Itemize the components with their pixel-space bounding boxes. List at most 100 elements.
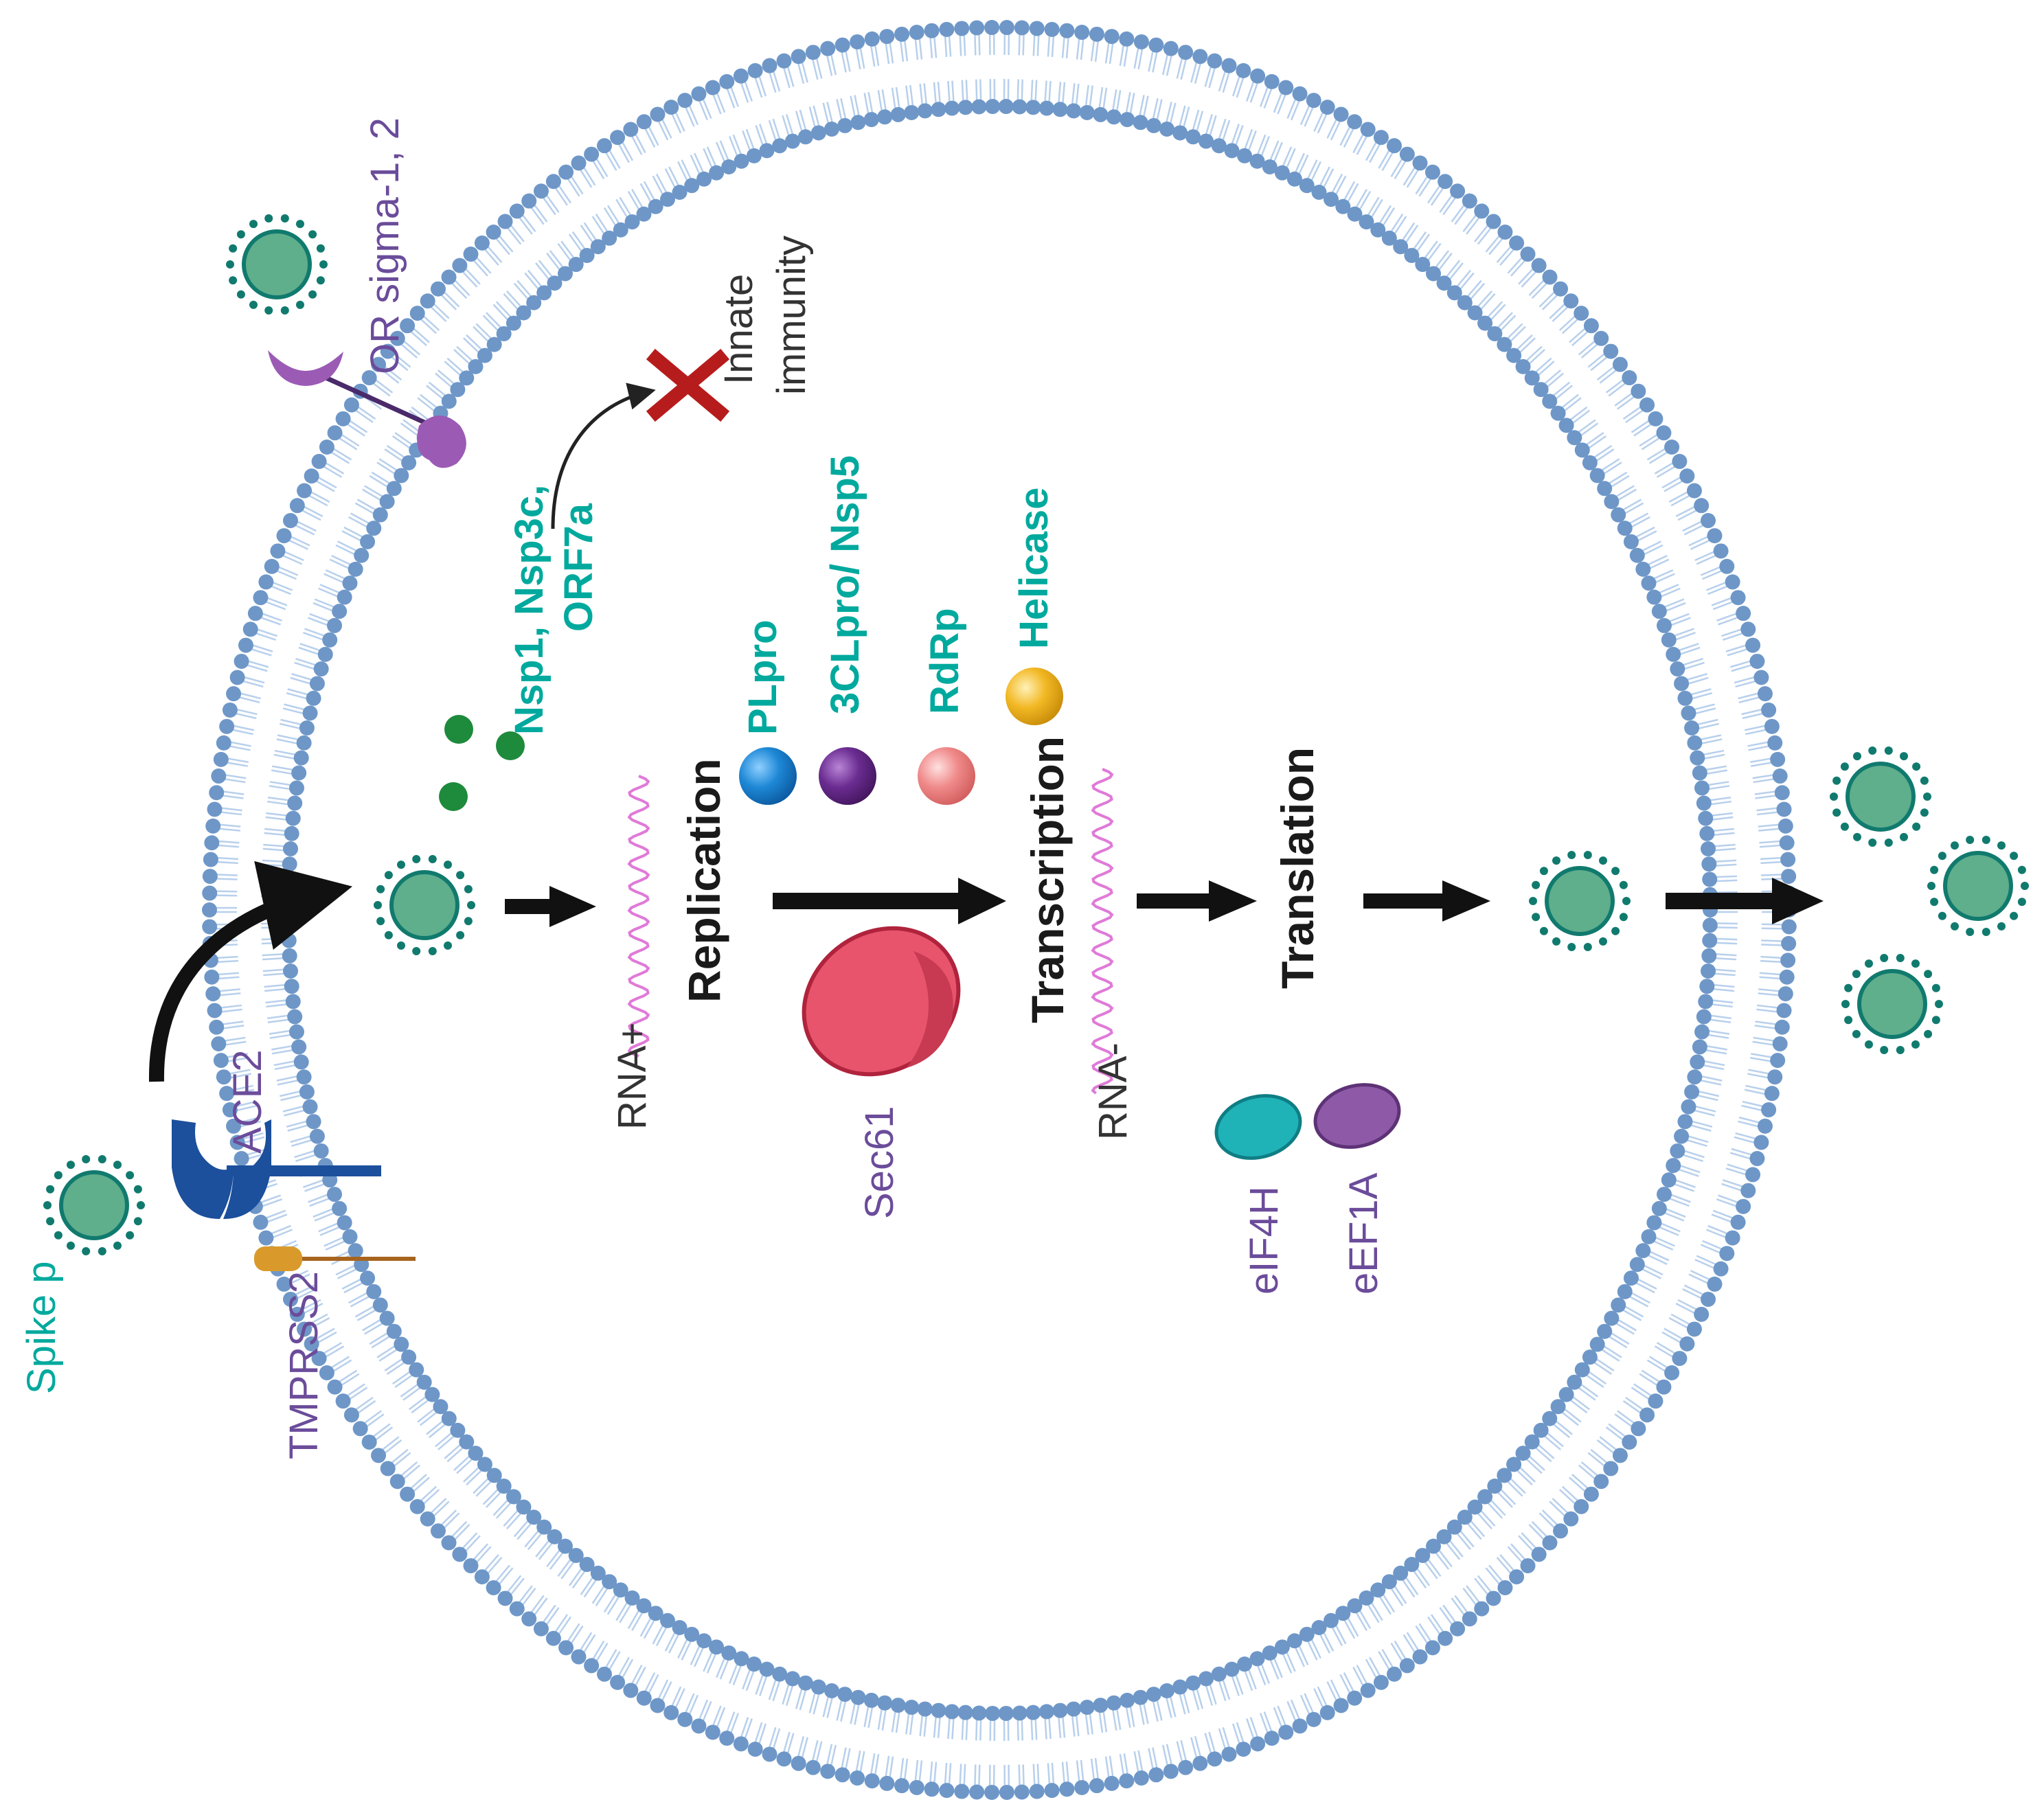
lipid-head bbox=[1725, 574, 1740, 590]
virus-spike bbox=[1583, 851, 1592, 860]
lipid-head bbox=[285, 810, 301, 826]
lipid-head bbox=[1681, 1099, 1696, 1115]
lipid-head bbox=[1120, 112, 1135, 128]
lipid-head bbox=[371, 1448, 387, 1463]
lipid-head bbox=[1457, 295, 1473, 310]
lipid-head bbox=[234, 653, 249, 669]
virus-spike bbox=[1923, 793, 1931, 801]
virus-particles bbox=[43, 214, 2029, 1255]
lipid-head bbox=[1674, 1128, 1690, 1144]
lipid-head bbox=[311, 453, 327, 469]
virus-spike bbox=[1938, 911, 1946, 920]
virus-spike bbox=[67, 1241, 75, 1250]
lipid-head bbox=[441, 1411, 457, 1426]
lipid-head bbox=[1629, 1257, 1645, 1273]
lipid-head bbox=[1612, 356, 1628, 372]
lipid-head bbox=[1657, 617, 1672, 633]
lipid-head bbox=[648, 1606, 663, 1621]
rdrp-label: RdRp bbox=[922, 608, 967, 714]
virus-spike bbox=[444, 860, 452, 869]
virus-spike bbox=[397, 860, 405, 869]
virus-body bbox=[1545, 866, 1615, 936]
virus-spike bbox=[264, 306, 273, 315]
virus-spike bbox=[229, 244, 238, 253]
virus-body bbox=[59, 1170, 129, 1240]
lipid-head bbox=[1730, 590, 1746, 606]
lipid-head bbox=[1542, 1411, 1558, 1426]
lipid-head bbox=[1776, 801, 1792, 817]
lipid-head bbox=[602, 1574, 617, 1590]
lipid-head bbox=[366, 1284, 382, 1299]
virus-spike bbox=[2017, 898, 2026, 906]
lipid-head bbox=[1597, 1323, 1613, 1339]
lipid-head bbox=[202, 919, 218, 935]
lipid-head bbox=[879, 1775, 895, 1791]
lipid-head bbox=[1725, 1230, 1740, 1246]
lipid-head bbox=[1360, 1683, 1376, 1698]
virus-spike bbox=[43, 1201, 52, 1209]
lipid-head bbox=[394, 468, 409, 483]
lipid-head bbox=[332, 1200, 348, 1216]
entry-arrow bbox=[148, 860, 353, 1082]
lipid-head bbox=[834, 37, 850, 53]
lipid-head bbox=[984, 1784, 1000, 1800]
lipid-head bbox=[1399, 146, 1415, 162]
lipid-head bbox=[1436, 1529, 1452, 1544]
lipid-head bbox=[1426, 1538, 1442, 1554]
lipid-head bbox=[1563, 293, 1579, 309]
virus-spike bbox=[374, 901, 382, 909]
lipid-head bbox=[837, 1687, 853, 1702]
virus-spike bbox=[1832, 808, 1841, 817]
virus-spike bbox=[1853, 832, 1861, 841]
virus-spike bbox=[126, 1171, 135, 1180]
lipid-head bbox=[1524, 370, 1540, 386]
virus-spike bbox=[1884, 838, 1893, 847]
lipid-head bbox=[957, 100, 973, 115]
virus-spike bbox=[1896, 954, 1905, 963]
lipid-head bbox=[1772, 768, 1788, 784]
virus-spike bbox=[444, 941, 452, 950]
lipid-head bbox=[1207, 1751, 1223, 1767]
lipid-head bbox=[1450, 183, 1466, 199]
lipid-head bbox=[1038, 100, 1054, 116]
lipid-head bbox=[810, 1679, 826, 1695]
lipid-head bbox=[791, 1755, 806, 1771]
eif4h-label: eIF4H bbox=[1242, 1186, 1286, 1295]
lipid-head bbox=[486, 225, 501, 240]
ace2-receptor bbox=[172, 1119, 381, 1219]
lipid-head bbox=[452, 258, 468, 273]
innate-immunity-label-line1: Innate bbox=[716, 274, 761, 385]
lipid-head bbox=[1686, 1321, 1702, 1337]
lipid-head bbox=[1690, 1054, 1705, 1070]
lipid-head bbox=[409, 306, 425, 321]
lipid-head bbox=[297, 1321, 313, 1337]
lipid-head bbox=[1347, 1598, 1363, 1614]
lipid-head bbox=[1387, 1666, 1402, 1682]
lipid-head bbox=[371, 356, 387, 372]
lipid-head bbox=[659, 192, 675, 207]
lipid-head bbox=[309, 1128, 325, 1144]
lipid-head bbox=[677, 1711, 693, 1727]
lipid-head bbox=[1059, 23, 1075, 38]
lipid-head bbox=[772, 138, 788, 154]
arrow-entry-to-rna-head bbox=[549, 886, 596, 927]
lipid-head bbox=[1224, 1661, 1240, 1677]
lipid-head bbox=[311, 1351, 327, 1367]
spike-label: Spike p bbox=[19, 1262, 64, 1394]
lipid-head bbox=[282, 513, 298, 529]
lipid-head bbox=[452, 1547, 468, 1562]
lipid-head bbox=[784, 133, 800, 149]
virus-body bbox=[242, 229, 312, 299]
lipid-head bbox=[613, 222, 628, 238]
lipid-head bbox=[1696, 1009, 1712, 1025]
lipid-head bbox=[1221, 58, 1237, 73]
lipid-head bbox=[1104, 29, 1120, 45]
virus-body bbox=[1846, 762, 1916, 832]
lipid-head bbox=[1563, 1511, 1579, 1527]
lipid-head bbox=[343, 1407, 359, 1423]
lipid-head bbox=[282, 948, 297, 963]
lipid-head bbox=[1761, 702, 1777, 718]
lipid-head bbox=[1713, 543, 1729, 559]
lipid-head bbox=[1558, 418, 1574, 433]
lipid-head bbox=[306, 1114, 321, 1130]
